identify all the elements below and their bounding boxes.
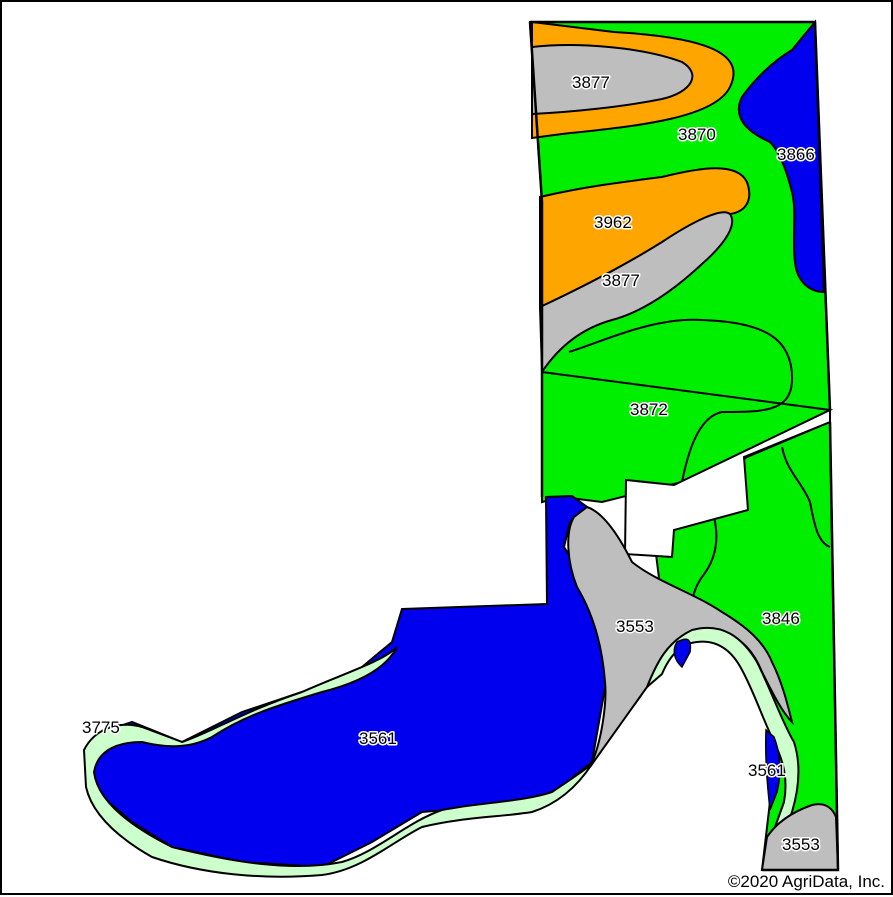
copyright-notice: ©2020 AgriData, Inc. bbox=[725, 872, 887, 892]
field-boundary-east bbox=[762, 421, 840, 872]
soil-label: 3775 bbox=[82, 718, 120, 737]
soil-label: 3866 bbox=[777, 145, 815, 164]
soil-label: 3846 bbox=[762, 609, 800, 628]
unit-3877-gray bbox=[538, 211, 734, 376]
soil-label: 3553 bbox=[616, 617, 654, 636]
soil-label: 3962 bbox=[594, 213, 632, 232]
soil-label: 3877 bbox=[572, 73, 610, 92]
soil-label: 3561 bbox=[359, 729, 397, 748]
unit-3561-east-blue bbox=[765, 728, 781, 811]
unit-3877-top-gray bbox=[531, 44, 694, 116]
soil-label: 3561 bbox=[748, 761, 786, 780]
field-boundary bbox=[530, 20, 832, 411]
soil-label: 3877 bbox=[602, 271, 640, 290]
unit-3775-pale-green bbox=[82, 646, 593, 878]
unit-outline-3846 bbox=[781, 446, 831, 548]
unit-3866-blue bbox=[737, 19, 826, 294]
unit-outline-3872 bbox=[568, 318, 794, 483]
soil-label: 3872 bbox=[630, 400, 668, 419]
soil-label: 3553 bbox=[782, 835, 820, 854]
unit-3561-sliver-blue bbox=[673, 638, 692, 669]
field-boundary-west bbox=[528, 21, 544, 497]
road-notch bbox=[623, 408, 831, 559]
soil-label: 3870 bbox=[678, 125, 716, 144]
